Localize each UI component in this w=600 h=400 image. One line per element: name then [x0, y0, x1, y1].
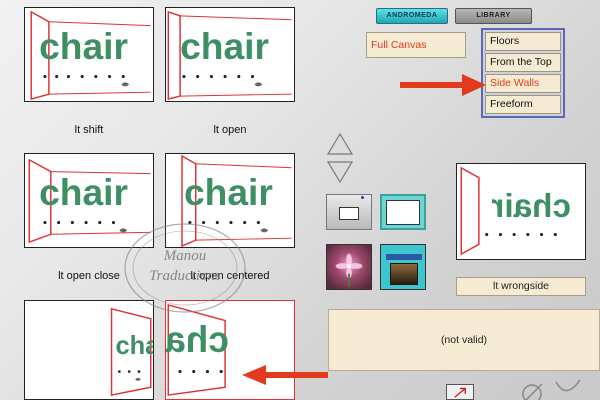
chair-word: chair — [180, 25, 269, 67]
frame-large-icon — [386, 200, 420, 225]
preset-caption-lt-shift: lt shift — [74, 124, 104, 136]
frame-large-button[interactable] — [380, 194, 426, 230]
watermark-seal: Manou Traductions — [124, 223, 246, 313]
watermark-line2: Traductions — [149, 268, 221, 284]
canvas-mode-field[interactable]: Full Canvas — [366, 32, 466, 58]
result-caption: lt wrongside — [456, 277, 586, 296]
chair-word-mirrored: chair — [166, 318, 229, 360]
tab-library[interactable]: LIBRARY — [455, 8, 532, 24]
result-preview-graphic: chair — [460, 166, 571, 256]
preset-lt-open[interactable]: chair — [165, 7, 295, 102]
surface-option-list: Floors From the Top Side Walls Freeform — [481, 28, 565, 118]
thumbnail-title-bar — [386, 254, 422, 260]
arrow-right-icon — [400, 74, 486, 96]
preset-caption-lt-open: lt open — [213, 124, 247, 136]
indicator-dot — [361, 196, 364, 199]
result-preview: chair — [456, 163, 586, 260]
preset-lt-open-close[interactable]: chair — [24, 153, 154, 248]
preset-bottom-left[interactable]: chair — [24, 300, 154, 400]
landscape-image-icon — [390, 263, 418, 285]
frame-small-button[interactable] — [326, 194, 372, 230]
logo-icon — [522, 380, 581, 400]
preset-preview-graphic: chair — [28, 158, 151, 244]
chair-word: chair — [115, 332, 153, 360]
chair-word-mirrored: chair — [491, 188, 571, 225]
preset-caption-lt-open-close: lt open close — [58, 270, 120, 282]
arrow-left-icon — [242, 365, 328, 385]
watermark-line1: Manou — [163, 248, 207, 264]
option-floors[interactable]: Floors — [485, 32, 561, 51]
option-from-the-top[interactable]: From the Top — [485, 53, 561, 72]
status-panel: (not valid) — [328, 309, 600, 371]
flower-icon — [335, 253, 363, 288]
arrow-out-icon — [454, 387, 466, 398]
chair-word: chair — [184, 171, 273, 213]
tab-andromeda[interactable]: ANDROMEDA — [376, 8, 448, 24]
preset-preview-graphic: chair — [167, 10, 292, 100]
preset-preview-graphic: chair — [181, 154, 292, 247]
frame-small-icon — [339, 207, 359, 220]
preset-lt-shift[interactable]: chair — [24, 7, 154, 102]
preset-preview-graphic: chair — [166, 303, 229, 396]
preset-preview-graphic: chair — [30, 10, 151, 101]
option-freeform[interactable]: Freeform — [485, 95, 561, 114]
move-up-button[interactable] — [326, 132, 354, 156]
chair-word: chair — [39, 25, 128, 67]
preset-preview-graphic: chair — [110, 307, 153, 396]
perspective-preset-thumbnail[interactable] — [380, 244, 426, 290]
flower-image-thumbnail[interactable] — [326, 244, 372, 290]
option-side-walls[interactable]: Side Walls — [485, 74, 561, 93]
preset-lt-open-centered[interactable]: chair — [165, 153, 295, 248]
export-button[interactable] — [446, 384, 474, 400]
move-down-button[interactable] — [326, 160, 354, 184]
chair-word: chair — [39, 171, 128, 213]
preset-caption-lt-open-centered: lt open centered — [190, 270, 270, 282]
